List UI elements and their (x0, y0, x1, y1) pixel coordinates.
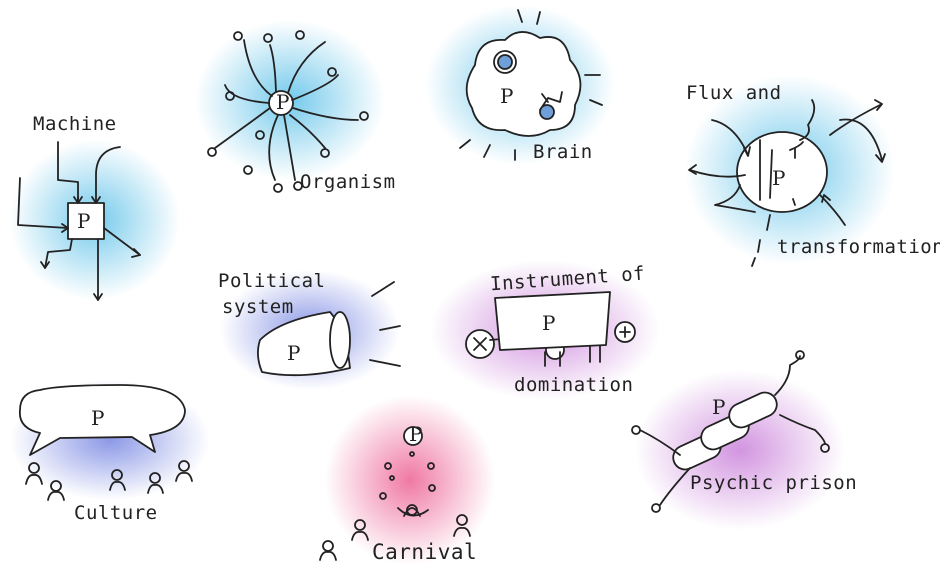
carnival-label: Carnival (372, 540, 477, 564)
flux-label-top: Flux and (686, 82, 782, 104)
prison-p: P (712, 395, 725, 419)
political-p: P (287, 341, 300, 365)
machine-p: P (77, 209, 90, 233)
carnival-p: P (409, 422, 422, 446)
brain-p: P (500, 84, 513, 108)
machine-label: Machine (33, 113, 117, 135)
prison-label: Psychic prison (690, 472, 857, 494)
organism-p: P (276, 90, 289, 114)
political-label-line1: Political (218, 270, 325, 292)
flux-p: P (772, 166, 785, 190)
instrument-label-bottom: domination (514, 374, 633, 396)
culture-p: P (91, 406, 104, 430)
flux-label-bottom: transformation (777, 236, 940, 258)
brain-label: Brain (533, 141, 593, 163)
culture-label: Culture (74, 502, 158, 524)
instrument-p: P (542, 311, 555, 335)
political-label-line2: system (222, 296, 294, 318)
organism-label: Organism (300, 171, 396, 193)
